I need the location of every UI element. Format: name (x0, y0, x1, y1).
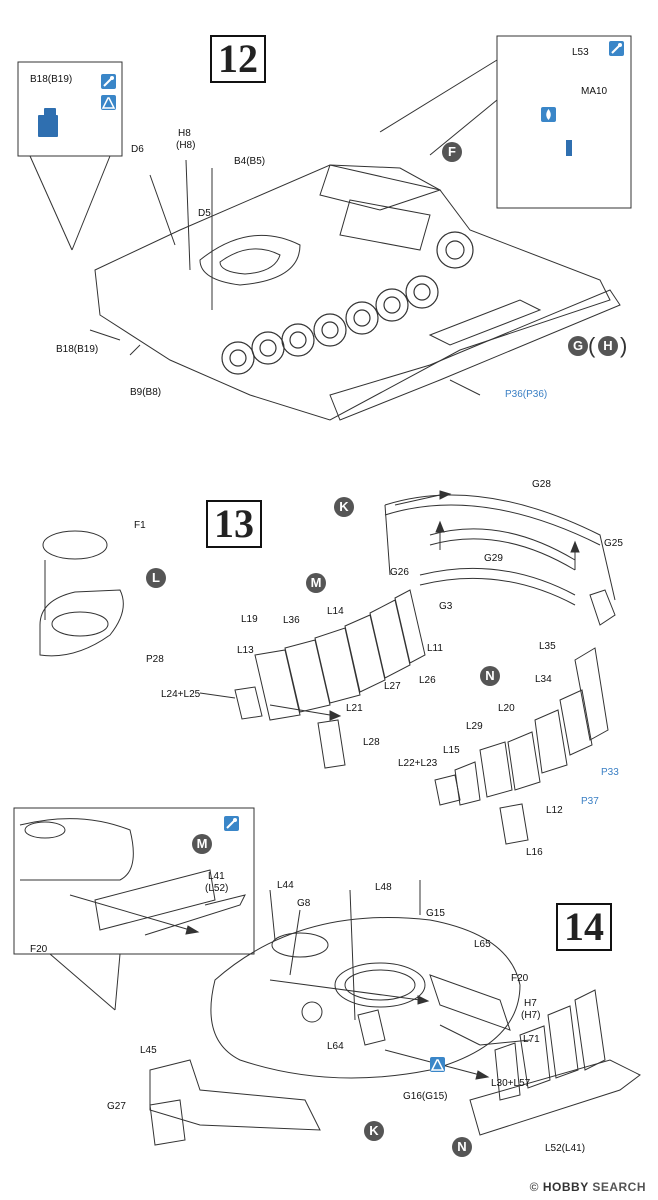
label-l27: L27 (384, 681, 401, 692)
inset-box-l53 (496, 35, 632, 209)
part-bubble-n: N (480, 666, 500, 686)
label-l44: L44 (277, 880, 294, 891)
part-bubble-m: M (306, 573, 326, 593)
step-number-12: 12 (210, 35, 266, 83)
label-g8: G8 (297, 898, 311, 909)
watermark-logo: © HOBBY SEARCH (530, 1180, 646, 1194)
label-l65: L65 (474, 939, 491, 950)
step-number-14: 14 (556, 903, 612, 951)
label-p36: P36(P36) (505, 389, 548, 400)
label-l14: L14 (327, 606, 344, 617)
label-h7-paren: (H7) (521, 1010, 541, 1021)
label-l30-l57: L30+L57 (491, 1078, 531, 1089)
watermark-rest: SEARCH (588, 1180, 646, 1194)
step-number-13: 13 (206, 500, 262, 548)
label-b18-b19-bottom: B18(B19) (56, 344, 99, 355)
label-h8-paren: (H8) (176, 140, 196, 151)
label-g29: G29 (484, 553, 503, 564)
paren-open: ( (588, 333, 596, 358)
label-l15: L15 (443, 745, 460, 756)
label-l16: L16 (526, 847, 543, 858)
part-bubble-f: F (442, 142, 462, 162)
part-bubble-k-step14: K (364, 1121, 384, 1141)
glue-drop-icon (541, 107, 556, 122)
label-g26: G26 (390, 567, 409, 578)
paint-brush-icon (101, 74, 116, 89)
label-d6: D6 (131, 144, 144, 155)
watermark-symbol: © (529, 1180, 540, 1194)
label-l12: L12 (546, 805, 563, 816)
label-d5: D5 (198, 208, 211, 219)
paint-brush-icon (609, 41, 624, 56)
label-g27: G27 (107, 1101, 126, 1112)
label-l29: L29 (466, 721, 483, 732)
label-p28: P28 (146, 654, 164, 665)
label-p33: P33 (601, 767, 619, 778)
label-l48: L48 (375, 882, 392, 893)
label-l64: L64 (327, 1041, 344, 1052)
part-bubble-m-inset: M (192, 834, 212, 854)
label-b18-b19-top: B18(B19) (30, 74, 73, 85)
paint-brush-icon (224, 816, 239, 831)
label-p37: P37 (581, 796, 599, 807)
label-h7: H7 (524, 998, 537, 1009)
label-l36: L36 (283, 615, 300, 626)
cement-bottle-icon (430, 1057, 445, 1072)
part-bubble-h: H (598, 336, 618, 356)
part-bubble-k: K (334, 497, 354, 517)
label-g3: G3 (439, 601, 453, 612)
label-l21: L21 (346, 703, 363, 714)
label-f1: F1 (134, 520, 146, 531)
label-l45: L45 (140, 1045, 157, 1056)
label-l52-l41: L52(L41) (545, 1143, 586, 1154)
label-l34: L34 (535, 674, 552, 685)
label-l11: L11 (427, 643, 443, 654)
label-l20: L20 (498, 703, 515, 714)
label-b4-b5: B4(B5) (234, 156, 266, 167)
part-bubble-n-step14: N (452, 1137, 472, 1157)
label-l19: L19 (241, 614, 258, 625)
label-g28: G28 (532, 479, 551, 490)
label-l71: L71 (523, 1034, 540, 1045)
label-l35: L35 (539, 641, 556, 652)
watermark-brand: HOBBY (542, 1180, 589, 1194)
part-bubble-g: G (568, 336, 588, 356)
label-l24-l25: L24+L25 (161, 689, 201, 700)
label-l28: L28 (363, 737, 380, 748)
label-l13: L13 (237, 645, 254, 656)
label-g15: G15 (426, 908, 445, 919)
label-ma10: MA10 (581, 86, 608, 97)
label-f20: F20 (511, 973, 529, 984)
label-l22-l23: L22+L23 (398, 758, 438, 769)
label-f20-inset: F20 (30, 944, 48, 955)
paren-close: ) (620, 333, 628, 358)
part-bubble-l: L (146, 568, 166, 588)
label-g25: G25 (604, 538, 623, 549)
label-h8: H8 (178, 128, 191, 139)
label-l52-paren: (L52) (205, 883, 229, 894)
label-g16-g15: G16(G15) (403, 1091, 448, 1102)
cement-bottle-icon (101, 95, 116, 110)
inset-box-b18 (17, 61, 123, 157)
label-l53: L53 (572, 47, 589, 58)
label-l26: L26 (419, 675, 436, 686)
label-b9-b8: B9(B8) (130, 387, 162, 398)
label-l41: L41 (208, 871, 225, 882)
